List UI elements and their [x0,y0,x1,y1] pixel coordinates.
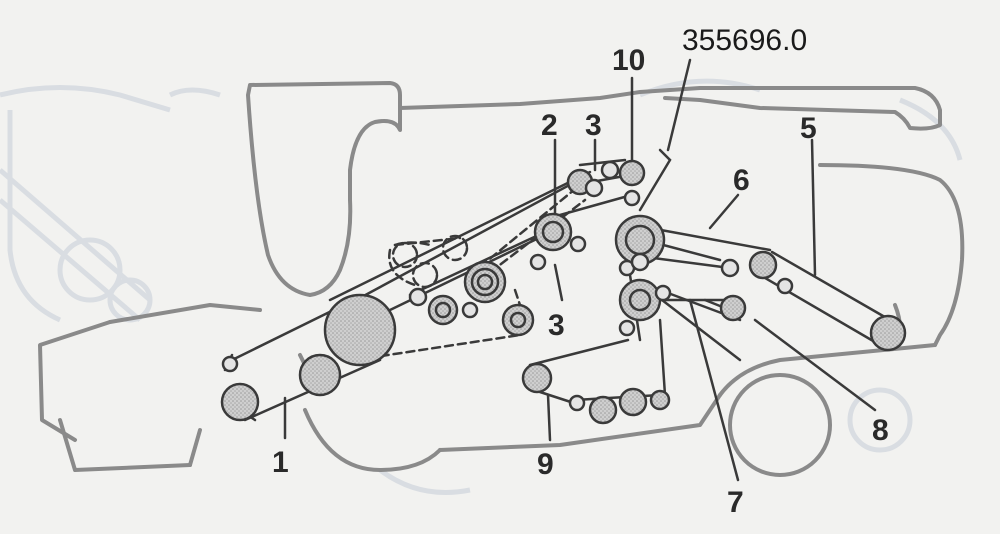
pulley-upper-2 [618,159,646,187]
pulley-8 [719,294,747,322]
idler-f [569,235,587,253]
pulley-feeder-mid [298,353,342,397]
pulley-d [501,303,535,337]
large-drive-pulley [323,293,397,367]
idler-upper-3 [623,189,641,207]
idler-k [720,258,740,278]
callout-6: 6 [733,164,750,197]
variator-ring-2 [476,273,494,291]
callout-2: 2 [541,109,558,142]
callout-9: 9 [537,448,554,481]
combine-outline [38,81,965,477]
idler-m [568,394,586,412]
idler-c [461,301,479,319]
pulley-b [427,294,459,326]
pulley-7-top [618,278,662,322]
callout-8: 8 [872,414,889,447]
pulley-9-b [618,387,648,417]
pulley-d-hub [509,311,527,329]
idler-a [408,287,428,307]
callout-5: 5 [800,112,817,145]
pulley-2-hub [541,220,565,244]
pulley-9-a [588,395,618,425]
pulley-9-left [521,362,553,394]
idler-e [529,253,547,271]
variator-ring-1 [470,267,500,297]
idler-h [630,252,650,272]
idler-upper-2 [600,160,620,180]
idler-l [776,277,794,295]
callout-10: 10 [612,44,645,77]
pulley-feeder-low [220,382,260,422]
callout-3-upper: 3 [585,109,602,142]
idler-i [654,284,672,302]
pulley-6 [748,250,778,280]
idler-j [618,319,636,337]
callout-1: 1 [272,446,289,479]
reference-code: 355696.0 [682,24,807,57]
pulleys [220,159,907,425]
idler-feeder [221,355,239,373]
callout-3-lower: 3 [548,309,565,342]
pulley-9-c [649,389,671,411]
callout-7: 7 [727,486,744,519]
idler-upper [584,178,604,198]
pulley-5 [869,314,907,352]
callout-labels: 1 2 3 3 5 6 7 8 9 10 355696.0 [272,24,889,519]
pulley-7-hub [628,288,652,312]
pulley-2 [533,212,573,252]
pulley-b-hub [434,301,452,319]
